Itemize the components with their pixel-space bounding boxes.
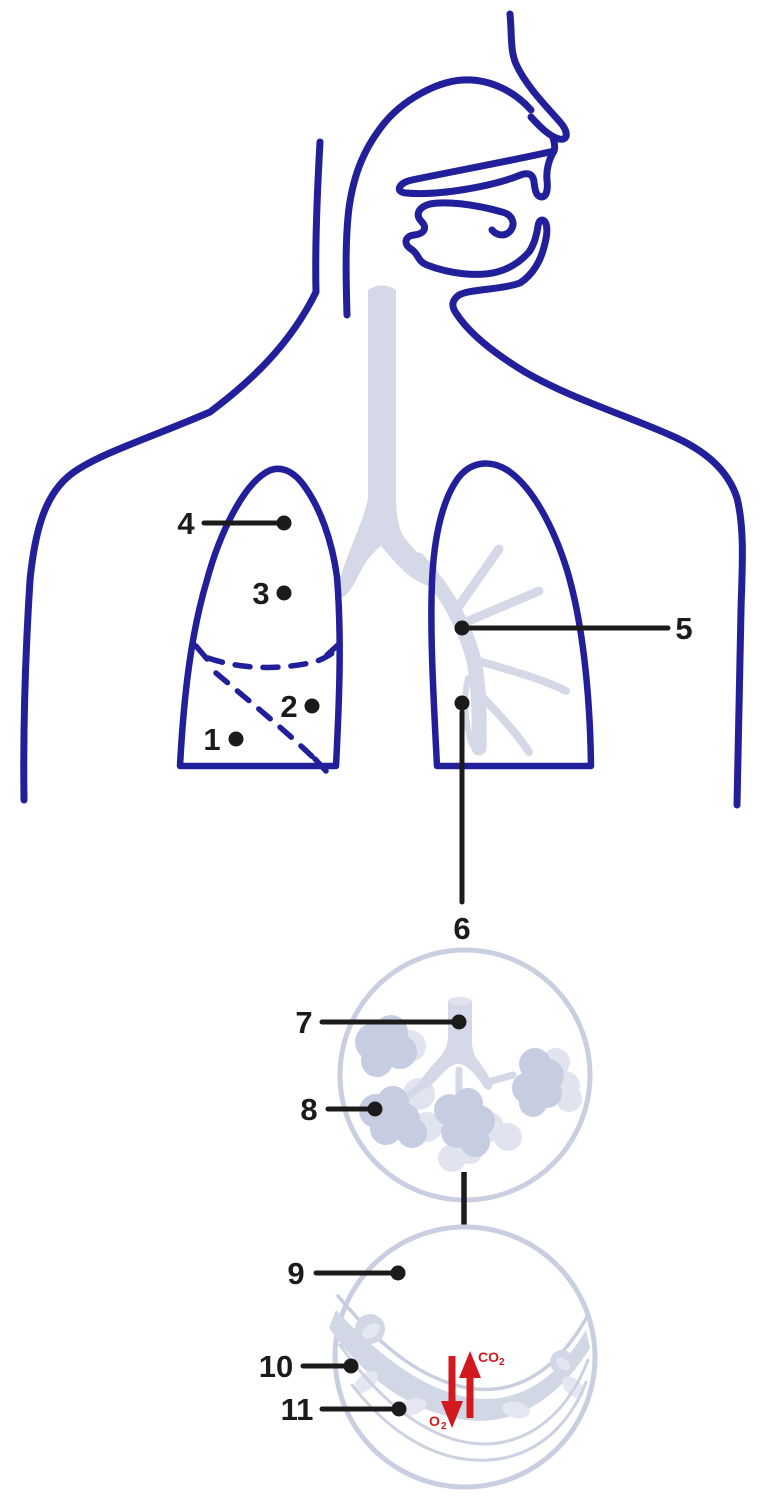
callout-7-number: 7	[295, 1005, 312, 1040]
bronchiole-alveoli-zoom-circle: 7 8	[295, 947, 593, 1203]
head-profile-outline	[20, 10, 746, 809]
callout-5: 5	[454, 611, 693, 646]
trachea-and-bronchi	[337, 285, 570, 756]
callout-11-dot	[391, 1401, 407, 1417]
callout-5-dot	[454, 620, 470, 636]
lung-fissures	[193, 641, 342, 774]
callout-6-dot	[454, 695, 470, 711]
horizontal-fissure-dashed	[205, 649, 337, 671]
callout-1-dot	[228, 731, 244, 747]
callout-2: 2	[280, 689, 320, 724]
callout-4-number: 4	[177, 506, 195, 541]
callout-2-number: 2	[280, 689, 297, 724]
capillary-band	[329, 1310, 590, 1421]
callout-5-number: 5	[675, 611, 692, 646]
callout-8-dot	[367, 1101, 383, 1117]
o2-label-subscript: 2	[441, 1421, 447, 1432]
forehead-throat-line	[342, 76, 535, 319]
alveolar-sacs-dark	[355, 1015, 564, 1157]
callout-8-number: 8	[300, 1092, 317, 1127]
oblique-fissure-dashed	[213, 670, 322, 766]
callout-7-dot	[451, 1014, 467, 1030]
co2-label-subscript: 2	[499, 1357, 505, 1368]
callout-4-dot	[276, 515, 292, 531]
callout-6-number: 6	[453, 911, 470, 946]
co2-label-base: CO	[478, 1349, 499, 1365]
trachea-shape	[337, 285, 438, 597]
callout-4: 4	[177, 506, 292, 541]
back-neck-shoulder-line	[20, 138, 324, 804]
co2-arrow-icon	[459, 1351, 481, 1418]
callout-7: 7	[295, 1005, 467, 1040]
co2-label: CO 2	[478, 1349, 505, 1368]
bronchiole-tube	[418, 1000, 493, 1090]
callout-9: 9	[287, 1256, 406, 1291]
callout-10: 10	[259, 1349, 359, 1384]
nose-line	[506, 10, 570, 143]
callout-3: 3	[252, 576, 292, 611]
o2-label-base: O	[429, 1413, 440, 1429]
callout-1-number: 1	[203, 722, 220, 757]
capillary-lower-wall-line	[338, 1343, 590, 1446]
wall-cells	[355, 1314, 574, 1374]
palate-uvula-line	[395, 134, 559, 201]
callout-3-dot	[276, 585, 292, 601]
alveolus-gas-exchange-zoom-circle: CO 2 O 2 9 10 11	[259, 1224, 598, 1490]
callout-2-dot	[304, 698, 320, 714]
callout-11: 11	[281, 1392, 407, 1427]
callout-11-number: 11	[281, 1392, 314, 1427]
o2-label: O 2	[429, 1413, 447, 1432]
callout-3-number: 3	[252, 576, 269, 611]
callout-8: 8	[300, 1092, 383, 1127]
callout-9-dot	[390, 1265, 406, 1281]
callout-6: 6	[453, 695, 471, 946]
inner-bottom-arc-line	[350, 1380, 588, 1462]
callout-10-dot	[343, 1358, 359, 1374]
tongue-jaw-neck-line	[402, 199, 746, 809]
callout-10-number: 10	[259, 1349, 293, 1384]
bronchial-tree	[410, 544, 570, 756]
bronchiole-opening	[448, 997, 472, 1005]
left-lung-shape	[176, 465, 343, 770]
left-lung-outline	[176, 465, 343, 774]
zoom-circle-2	[332, 1224, 598, 1490]
o2-arrow-icon	[441, 1356, 463, 1428]
callout-1: 1	[203, 722, 244, 757]
callout-9-number: 9	[287, 1256, 304, 1291]
